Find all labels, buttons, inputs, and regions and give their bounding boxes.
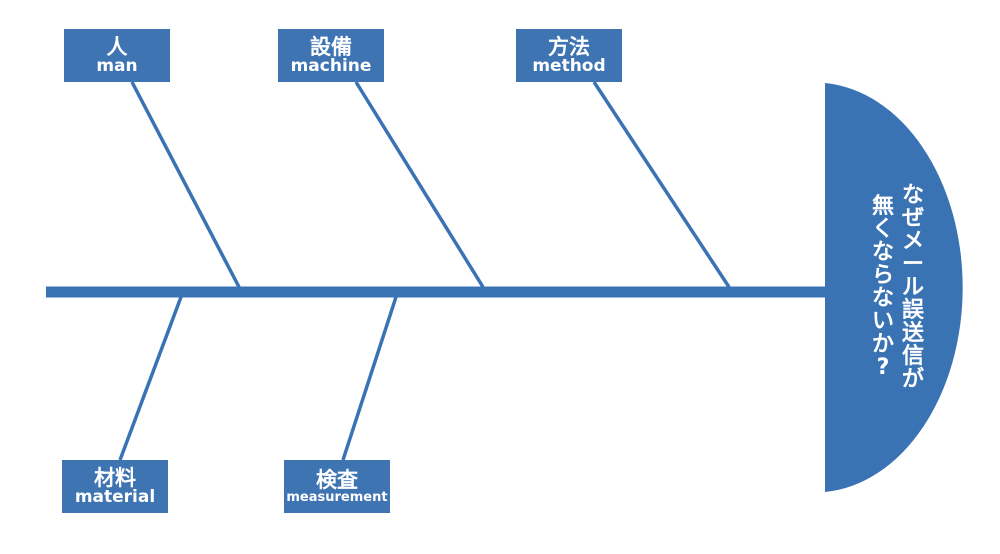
rib-man — [130, 81, 241, 288]
category-label-en: method — [532, 55, 606, 76]
category-box-measurement: 検査 measurement — [284, 460, 390, 513]
problem-char: メ — [902, 228, 925, 254]
problem-char: が — [902, 366, 925, 392]
category-box-method: 方法 method — [516, 29, 622, 82]
problem-line-1: なぜメール誤送信が — [902, 184, 924, 391]
rib-method — [592, 81, 731, 288]
problem-char: な — [902, 182, 925, 208]
problem-char: く — [871, 217, 894, 242]
rib-material — [118, 296, 183, 461]
problem-char: い — [871, 309, 894, 334]
problem-char: ? — [876, 355, 890, 380]
problem-char: 信 — [902, 343, 925, 369]
problem-line-2: 無くならないか? — [872, 195, 894, 379]
category-label-jp: 材料 — [94, 465, 136, 490]
problem-char: ら — [871, 263, 894, 288]
category-label-jp: 方法 — [548, 34, 590, 59]
category-box-man: 人 man — [64, 29, 170, 82]
problem-char: 誤 — [902, 297, 925, 323]
problem-char: ー — [902, 251, 925, 277]
rib-machine — [354, 81, 485, 288]
category-label-jp: 設備 — [310, 34, 352, 59]
problem-statement: なぜメール誤送信が 無くならないか? — [828, 82, 968, 492]
problem-char: 無 — [871, 194, 894, 219]
category-label-en: machine — [290, 55, 372, 76]
problem-head — [825, 83, 963, 492]
category-label-en: man — [96, 55, 138, 76]
category-label-jp: 人 — [106, 34, 128, 59]
category-label-jp: 検査 — [316, 467, 358, 492]
category-label-en: material — [74, 486, 156, 507]
problem-char: な — [871, 240, 894, 265]
rib-measurement — [341, 296, 398, 461]
problem-char: ぜ — [902, 205, 925, 231]
problem-char: 送 — [902, 320, 925, 346]
problem-char: な — [871, 286, 894, 311]
category-box-machine: 設備 machine — [278, 29, 384, 82]
problem-char: か — [871, 332, 894, 357]
problem-char: ル — [902, 274, 925, 300]
category-box-material: 材料 material — [62, 460, 168, 513]
category-label-en: measurement — [286, 489, 388, 505]
